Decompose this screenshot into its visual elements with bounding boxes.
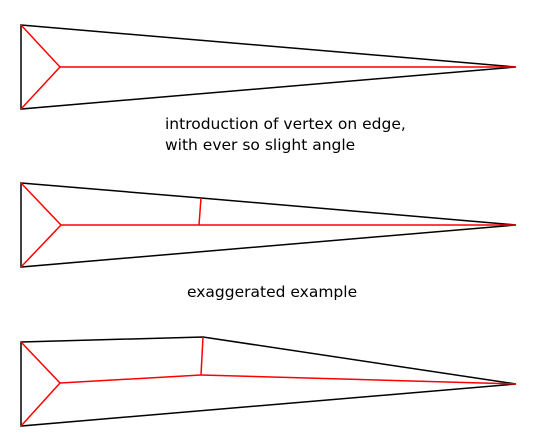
caption-line-3: exaggerated example [187, 283, 357, 301]
skeleton-upper-branch [20, 182, 62, 226]
slight-angle-shape [20, 182, 517, 268]
skeleton-vertex-bisector [200, 336, 204, 376]
skeleton-upper-branch [20, 341, 61, 384]
skeleton-spine-right [200, 374, 517, 385]
skeleton-lower-branch [20, 66, 61, 110]
skeleton-lower-branch [20, 382, 61, 427]
skeleton-lower-branch [20, 224, 62, 268]
skeleton-upper-branch [20, 24, 61, 68]
caption-line-2: with ever so slight angle [165, 136, 355, 154]
skeleton-vertex-bisector [198, 197, 202, 226]
shape-outline [20, 24, 517, 110]
caption-line-1: introduction of vertex on edge, [165, 115, 406, 133]
skeleton-spine-left [59, 374, 202, 384]
original-shape [20, 24, 517, 110]
exaggerated-shape [20, 336, 517, 427]
